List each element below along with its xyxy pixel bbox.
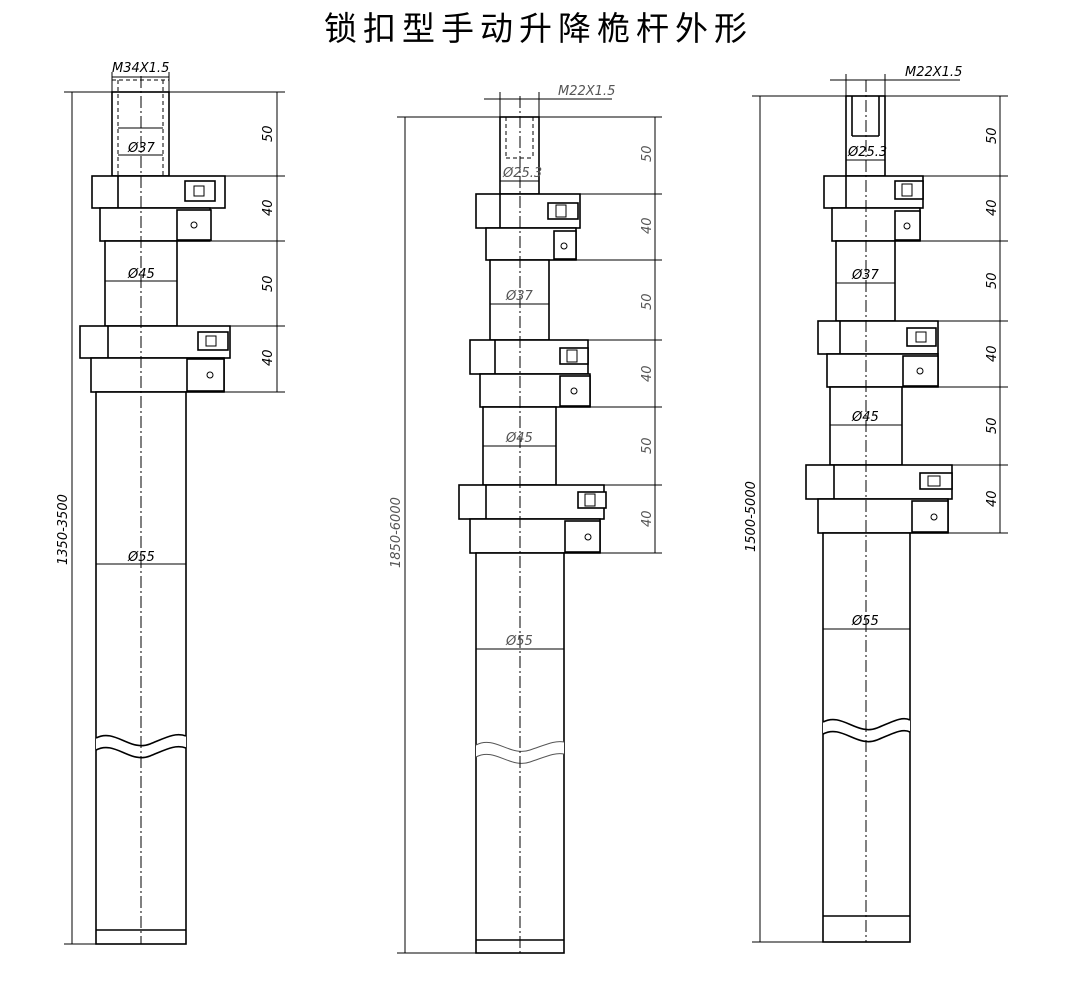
- mast-2-dia-4: Ø55: [505, 634, 533, 649]
- mast-3: M22X1.5 Ø25.3 Ø37 Ø45 Ø55 1500-5000 50 4…: [744, 65, 1008, 943]
- mast-3-dia-2: Ø37: [851, 268, 880, 283]
- mast-1-h-4: 40: [261, 349, 276, 366]
- mast-1-dia-2: Ø45: [127, 267, 155, 282]
- mast-1-dia-1: Ø37: [127, 141, 156, 156]
- mast-2-h-6: 40: [640, 510, 655, 527]
- mast-3-h-6: 40: [985, 490, 1000, 507]
- mast-3-h-5: 50: [985, 417, 1000, 434]
- mast-2-h-4: 40: [640, 365, 655, 382]
- mast-2-dia-1: Ø25.3: [502, 166, 542, 181]
- mast-1-h-3: 50: [261, 275, 276, 292]
- mast-3-dia-3: Ø45: [851, 410, 879, 425]
- mast-1: M34X1.5 Ø37 Ø45 Ø55 1350-3500 50 40 50 4…: [56, 61, 285, 945]
- mast-1-dia-3: Ø55: [127, 550, 155, 565]
- mast-1-h-2: 40: [261, 199, 276, 216]
- mast-2-h-5: 50: [640, 437, 655, 454]
- mast-3-thread-label: M22X1.5: [905, 65, 962, 80]
- mast-3-h-2: 40: [985, 199, 1000, 216]
- mast-2-h-2: 40: [640, 217, 655, 234]
- mast-1-total-height: 1350-3500: [56, 494, 71, 565]
- mast-1-thread-label: M34X1.5: [112, 61, 169, 76]
- mast-2-clamp-1: [475, 193, 581, 229]
- mast-1-h-1: 50: [261, 125, 276, 142]
- mast-3-h-1: 50: [985, 127, 1000, 144]
- mast-3-h-3: 50: [985, 272, 1000, 289]
- mast-2-total-height: 1850-6000: [389, 497, 404, 568]
- mast-2-h-3: 50: [640, 293, 655, 310]
- mast-2: M22X1.5 Ø25.3 Ø37 Ø45 Ø55 1850-6000 50 4…: [389, 84, 662, 954]
- mast-2-dia-2: Ø37: [505, 289, 534, 304]
- mast-2-dia-3: Ø45: [505, 431, 533, 446]
- mast-3-total-height: 1500-5000: [744, 481, 759, 552]
- drawing-title: 锁扣型手动升降桅杆外形: [324, 9, 753, 48]
- mast-3-dia-1: Ø25.3: [847, 145, 887, 160]
- mast-2-thread-label: M22X1.5: [558, 84, 615, 99]
- mast-3-dia-4: Ø55: [851, 614, 879, 629]
- mast-2-h-1: 50: [640, 145, 655, 162]
- mast-3-h-4: 40: [985, 345, 1000, 362]
